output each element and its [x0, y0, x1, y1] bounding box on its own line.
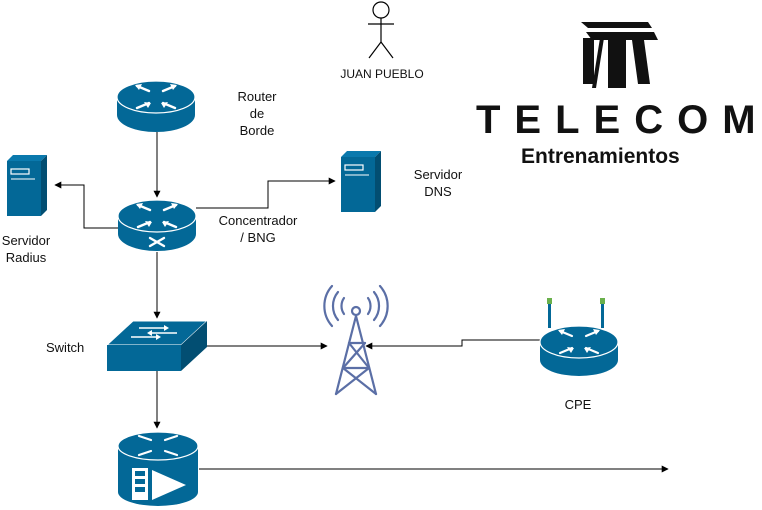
bng-label-line-2: / BNG: [240, 230, 276, 245]
router-icon[interactable]: [116, 80, 196, 132]
person-icon: [368, 1, 394, 59]
bng-to-dns-connector: [196, 177, 336, 209]
bng-label: Concentrador / BNG: [210, 212, 306, 246]
edge-router-label: Router de Borde: [226, 88, 288, 139]
dns-label-line-1: Servidor: [413, 167, 463, 182]
cpe-label: CPE: [564, 397, 592, 412]
router-icon[interactable]: [117, 199, 197, 251]
dns-label: Servidor DNS: [405, 166, 471, 200]
edge-router-label-line-1: Router: [237, 89, 277, 104]
connectors: [54, 132, 669, 473]
radius-label-line-2: Radius: [5, 250, 47, 265]
brand-subtitle: Entrenamientos: [521, 145, 680, 168]
antenna-tower-icon[interactable]: [323, 284, 389, 396]
cpe-to-tower-connector: [365, 339, 540, 350]
edge-router-label-line-3: Borde: [239, 123, 275, 138]
server-icon[interactable]: [7, 155, 47, 216]
edge-router-label-line-2: de: [249, 106, 265, 121]
telecom-logo-icon: [581, 22, 658, 88]
server-icon[interactable]: [341, 151, 381, 212]
brand-name: TELECOM: [476, 98, 762, 142]
actor-label: JUAN PUEBLO: [340, 67, 424, 81]
radius-label: Servidor Radius: [0, 232, 52, 266]
bng-label-line-1: Concentrador: [218, 213, 298, 228]
radius-label-line-1: Servidor: [1, 233, 51, 248]
bng-to-radius-connector: [54, 181, 118, 229]
dns-label-line-2: DNS: [424, 184, 452, 199]
switch-icon[interactable]: [105, 320, 209, 371]
switch-label: Switch: [46, 340, 85, 355]
optical-router-icon[interactable]: [117, 431, 199, 506]
wireless-router-icon[interactable]: [539, 298, 619, 376]
